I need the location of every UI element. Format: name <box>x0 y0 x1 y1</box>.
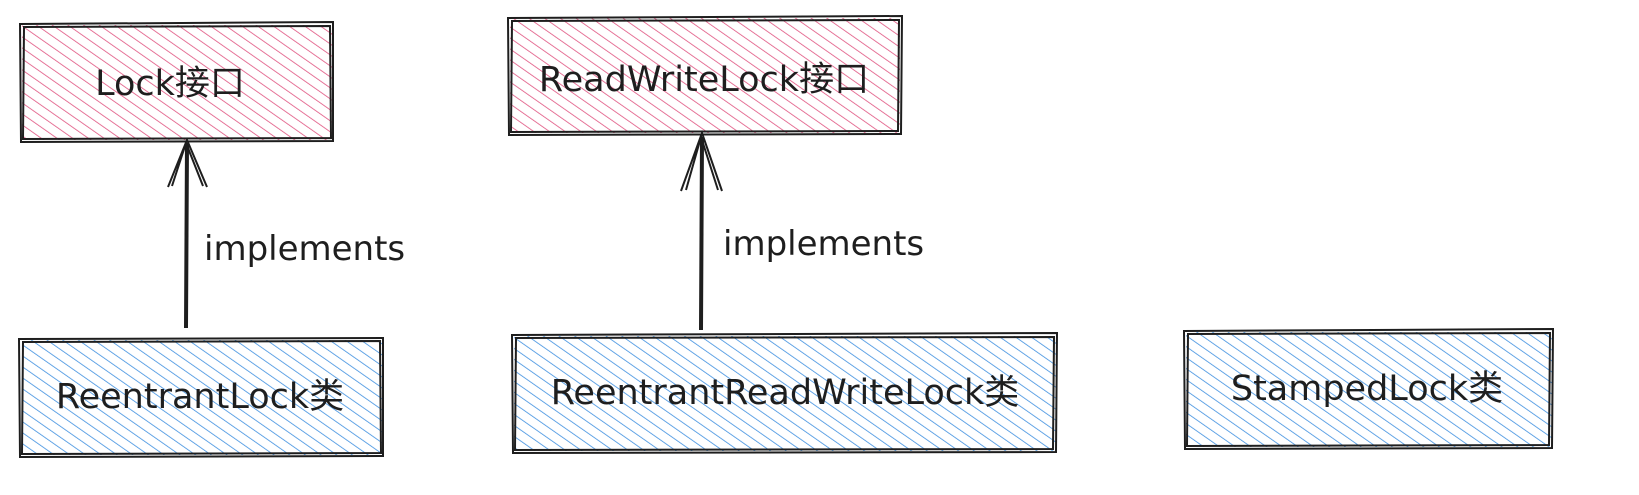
edge-arrow-line <box>184 141 189 329</box>
node-readwritelock-box <box>510 18 900 133</box>
edge-reentrantreadwritelock-implements-readwritelock: implements <box>680 129 924 331</box>
node-stampedlock-class: StampedLock类 <box>1182 327 1555 451</box>
edge-arrow-head <box>167 137 208 188</box>
node-readwritelock-border <box>506 14 904 137</box>
edge-arrow-line <box>699 135 704 331</box>
node-stampedlock-border <box>1182 327 1555 451</box>
node-lock-border <box>18 20 334 144</box>
node-stampedlock-box <box>1186 332 1552 447</box>
node-reentrantreadwritelock-label: ReentrantReadWriteLock类 <box>551 373 1020 413</box>
node-lock-label: Lock接口 <box>95 64 245 104</box>
node-reentrantlock-box <box>22 340 382 455</box>
edge-arrow-head <box>680 129 723 192</box>
edge-label-implements: implements <box>204 229 405 269</box>
node-reentrantlock-border <box>17 336 384 459</box>
node-reentrantreadwritelock-border <box>510 331 1059 455</box>
edge-label-implements: implements <box>723 224 924 264</box>
node-readwritelock-interface: ReadWriteLock接口 <box>506 14 904 137</box>
node-readwritelock-label: ReadWriteLock接口 <box>539 60 869 100</box>
node-reentrantreadwritelock-box <box>514 336 1056 451</box>
node-reentrantlock-label: ReentrantLock类 <box>56 377 344 417</box>
node-reentrantlock-class: ReentrantLock类 <box>17 336 384 459</box>
node-lock-box <box>22 25 332 140</box>
node-lock-interface: Lock接口 <box>18 20 334 144</box>
node-stampedlock-label: StampedLock类 <box>1231 369 1503 409</box>
edge-reentrantlock-implements-lock: implements <box>167 137 405 329</box>
node-reentrantreadwritelock-class: ReentrantReadWriteLock类 <box>510 331 1059 455</box>
